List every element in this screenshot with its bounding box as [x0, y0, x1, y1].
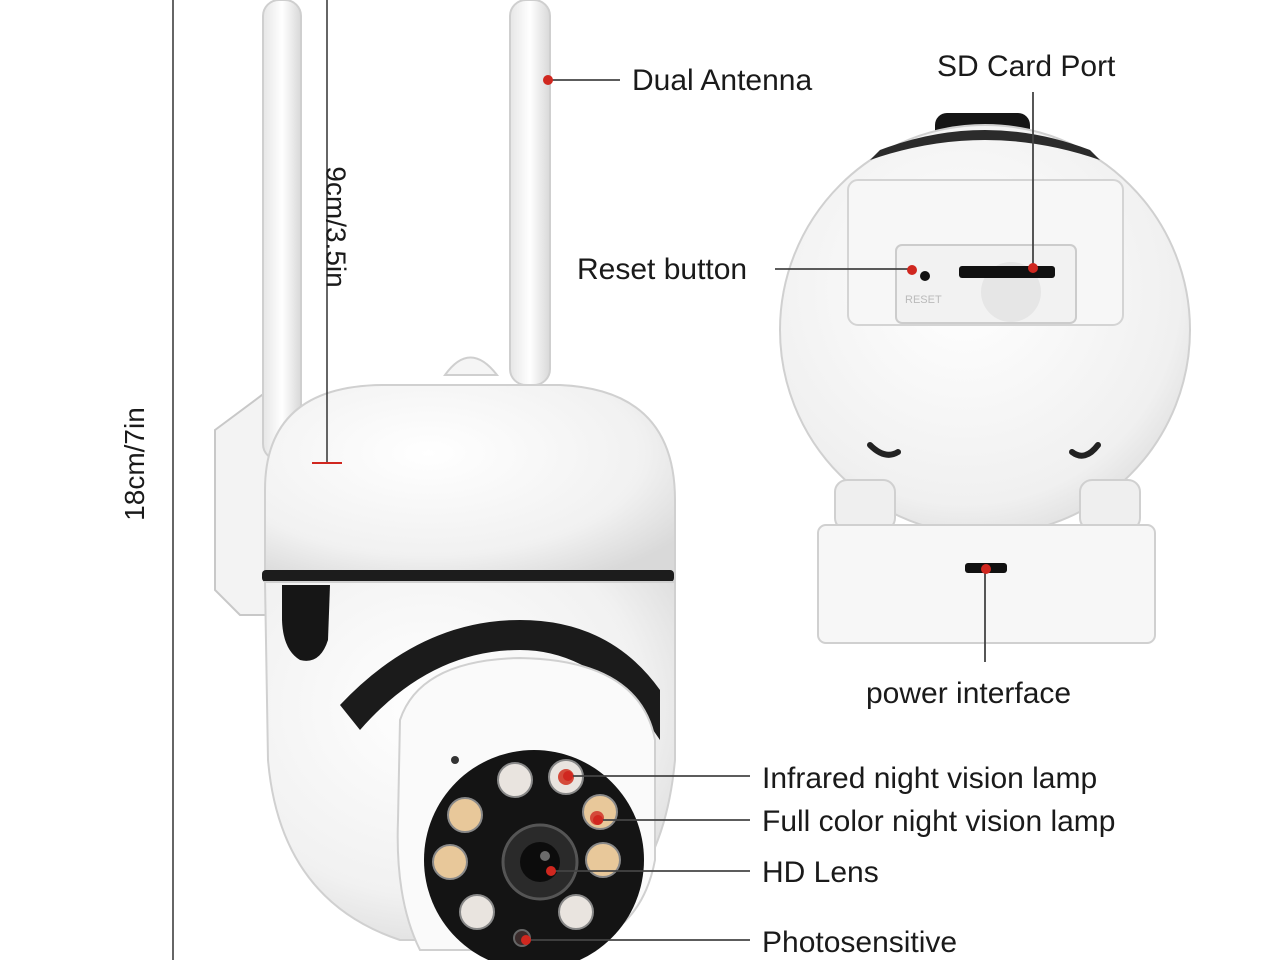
full-color-lamp-label: Full color night vision lamp [762, 805, 1116, 838]
mic-hole [451, 756, 459, 764]
hanging-loop [443, 356, 500, 376]
right-antenna [509, 0, 551, 386]
body-seam [262, 570, 674, 582]
back-camera: RESET [779, 113, 1191, 644]
dual-antenna-label: Dual Antenna [632, 64, 813, 97]
power-interface-label: power interface [866, 677, 1072, 710]
upper-dome [264, 384, 676, 581]
sd-card-port-label: SD Card Port [937, 50, 1116, 83]
total-height-label: 18cm/7in [118, 407, 150, 521]
leader-lines [312, 0, 1038, 945]
front-camera [214, 0, 676, 960]
infrared-lamp-label: Infrared night vision lamp [762, 762, 1098, 795]
photosensitive-label: Photosensitive [762, 926, 958, 959]
hd-lens-label: HD Lens [762, 856, 879, 889]
status-window [282, 585, 330, 661]
reset-hole [920, 271, 930, 281]
left-antenna [262, 0, 302, 461]
antenna-height-label: 9cm/3.5in [320, 166, 352, 288]
reset-button-label: Reset button [577, 253, 748, 286]
sd-slot [959, 266, 1055, 278]
head-shadow-arc [340, 620, 660, 740]
svg-text:RESET: RESET [905, 294, 942, 306]
base-stand [817, 524, 1156, 644]
